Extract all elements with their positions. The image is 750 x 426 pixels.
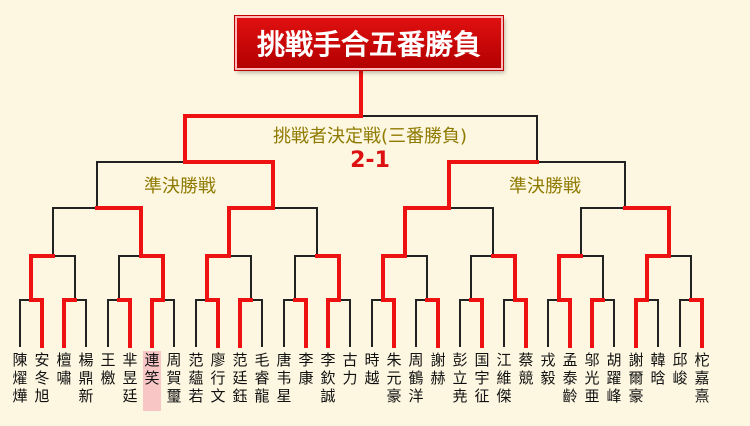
player-name: 陳燿燁 bbox=[12, 351, 28, 405]
final-label: 挑戦者決定戦(三番勝負) bbox=[272, 126, 468, 147]
player-name: 謝赫 bbox=[430, 351, 446, 387]
player-name: 芈昱廷 bbox=[122, 351, 138, 405]
semifinal-label-right: 準決勝戦 bbox=[509, 176, 581, 197]
player-name: 李康 bbox=[298, 351, 314, 387]
player-name: 唐韦星 bbox=[276, 351, 292, 405]
player-name: 江維傑 bbox=[496, 351, 512, 405]
player-name: 蔡競 bbox=[518, 351, 534, 387]
player-name: 楊鼎新 bbox=[78, 351, 94, 405]
player-name: 安冬旭 bbox=[34, 351, 50, 405]
player-name: 范廷鈺 bbox=[232, 351, 248, 405]
page-title: 挑戦手合五番勝負 bbox=[256, 28, 481, 61]
player-name: 范蘊若 bbox=[188, 351, 204, 405]
player-name: 柁嘉熹 bbox=[694, 351, 710, 405]
player-name: 廖行文 bbox=[210, 351, 226, 405]
player-name: 朱元豪 bbox=[386, 351, 402, 405]
player-name: 国宇征 bbox=[474, 351, 490, 405]
player-name: 時越 bbox=[364, 351, 380, 387]
player-name: 周鶴洋 bbox=[408, 351, 424, 405]
player-name: 檀嘯 bbox=[56, 351, 72, 387]
semifinal-label-left: 準決勝戦 bbox=[144, 176, 216, 197]
player-name: 王檄 bbox=[100, 351, 116, 387]
player-name: 邬光亜 bbox=[584, 351, 600, 405]
player-name: 謝爾豪 bbox=[628, 351, 644, 405]
player-name: 戎毅 bbox=[540, 351, 556, 387]
player-name: 彭立尭 bbox=[452, 351, 468, 405]
player-name: 毛睿龍 bbox=[254, 351, 270, 405]
player-name: 周賀璽 bbox=[166, 351, 182, 405]
player-name: 邱峻 bbox=[672, 351, 688, 387]
player-name: 孟泰齡 bbox=[562, 351, 578, 405]
final-score: 2-1 bbox=[350, 148, 390, 173]
player-name: 李欽誠 bbox=[320, 351, 336, 405]
player-name: 連笑 bbox=[143, 351, 161, 411]
player-name: 古力 bbox=[342, 351, 358, 387]
player-name: 胡躍峰 bbox=[606, 351, 622, 405]
title-banner: 挑戦手合五番勝負 bbox=[235, 16, 503, 70]
player-name: 韓晗 bbox=[650, 351, 666, 387]
